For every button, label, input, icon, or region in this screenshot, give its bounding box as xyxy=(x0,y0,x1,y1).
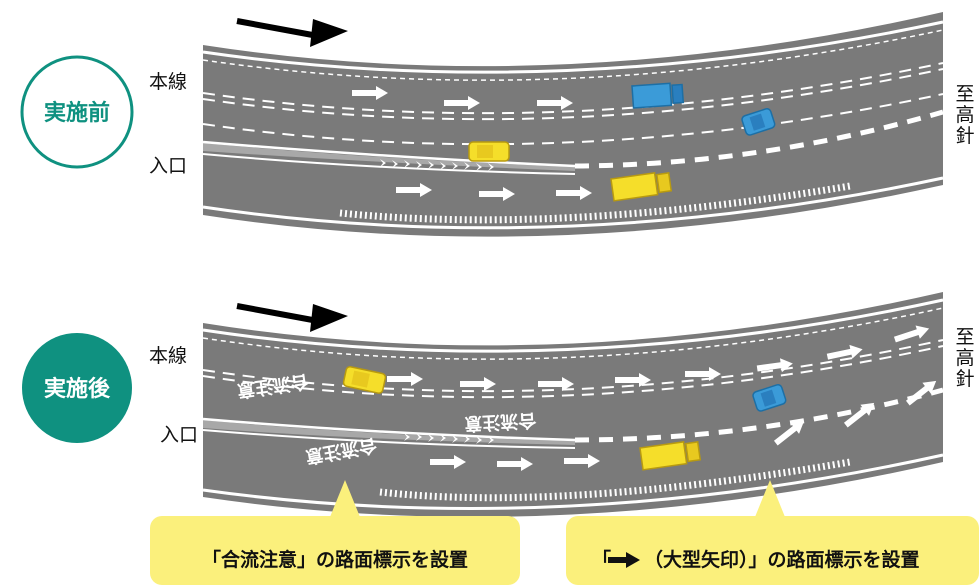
top-road xyxy=(203,12,943,237)
bottom-scene: 合流注意 合流注意 合流注意 実施後 本線 入口 至 高 針 xyxy=(22,292,975,517)
destination-char-1: 至 xyxy=(955,83,974,105)
svg-text:実施後: 実施後 xyxy=(44,376,111,402)
large-arrow-icon xyxy=(608,552,640,568)
direction-arrow-icon xyxy=(236,18,348,47)
main-line-label: 本線 xyxy=(149,71,187,93)
yellow-truck-icon xyxy=(610,172,673,202)
destination-char-1: 至 xyxy=(955,326,974,348)
before-badge: 実施前 xyxy=(20,55,134,169)
top-scene: 実施前 本線 入口 至 高 針 xyxy=(20,12,975,237)
blue-car-icon xyxy=(752,384,787,412)
destination-char-2: 高 xyxy=(955,104,974,126)
yellow-truck-icon xyxy=(639,441,702,471)
road-marking-lane: 合流注意 xyxy=(464,409,537,435)
yellow-car-icon xyxy=(342,365,387,394)
direction-arrow-icon xyxy=(236,303,348,332)
left-callout-text: 「合流注意」の路面標示を設置 xyxy=(202,548,468,571)
entrance-label: 入口 xyxy=(149,155,187,177)
after-badge: 実施後 xyxy=(22,333,132,443)
right-callout-text: （大型矢印）」の路面標示を設置 xyxy=(644,548,920,571)
yellow-car-icon xyxy=(468,141,510,162)
main-line-label: 本線 xyxy=(149,345,187,367)
destination-char-2: 高 xyxy=(955,347,974,369)
blue-car-icon xyxy=(741,108,776,136)
left-callout: 「合流注意」の路面標示を設置 xyxy=(150,480,520,585)
right-callout-prefix: 「 xyxy=(592,548,611,571)
destination-char-3: 針 xyxy=(955,368,974,390)
entrance-label: 入口 xyxy=(160,424,198,446)
destination-char-3: 針 xyxy=(955,125,974,147)
right-callout: 「 （大型矢印）」の路面標示を設置 xyxy=(566,480,979,585)
blue-truck-icon xyxy=(631,82,685,109)
svg-text:実施前: 実施前 xyxy=(44,100,110,126)
